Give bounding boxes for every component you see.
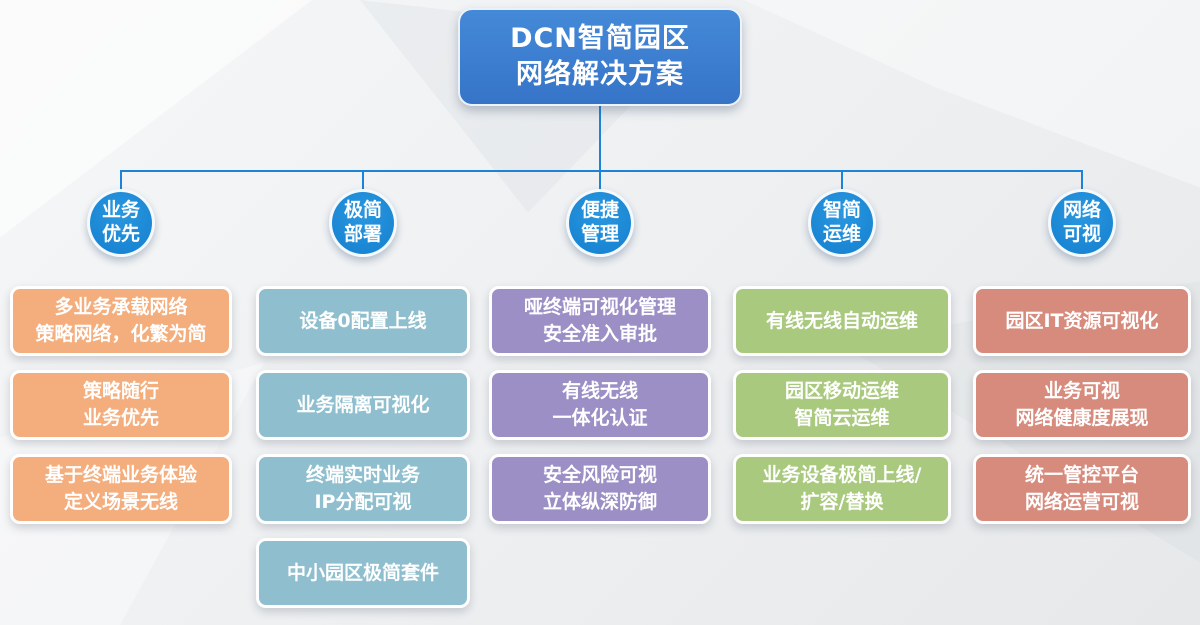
- connector-stub: [841, 171, 843, 191]
- feature-box: 策略随行 业务优先: [10, 370, 232, 440]
- connector-stub: [599, 171, 601, 191]
- feature-box: 业务隔离可视化: [256, 370, 470, 440]
- connector-vertical-main: [599, 104, 601, 172]
- feature-box: 多业务承载网络 策略网络，化繁为简: [10, 286, 232, 356]
- feature-box: 业务设备极简上线/ 扩容/替换: [733, 454, 951, 524]
- branch-circle-business-priority: 业务 优先: [87, 189, 155, 257]
- feature-box: 有线无线自动运维: [733, 286, 951, 356]
- connector-stub: [1081, 171, 1083, 191]
- feature-box: 终端实时业务 IP分配可视: [256, 454, 470, 524]
- feature-box: 有线无线 一体化认证: [489, 370, 711, 440]
- branch-circle-smart-operations: 智简 运维: [808, 189, 876, 257]
- branch-circle-simple-deployment: 极简 部署: [329, 189, 397, 257]
- connector-horizontal: [120, 170, 1083, 172]
- connector-stub: [362, 171, 364, 191]
- feature-box: 统一管控平台 网络运营可视: [973, 454, 1191, 524]
- feature-box: 中小园区极简套件: [256, 538, 470, 608]
- feature-box: 业务可视 网络健康度展现: [973, 370, 1191, 440]
- feature-box: 园区IT资源可视化: [973, 286, 1191, 356]
- branch-circle-network-visibility: 网络 可视: [1048, 189, 1116, 257]
- feature-box: 设备0配置上线: [256, 286, 470, 356]
- diagram-title: DCN智简园区 网络解决方案: [458, 8, 742, 106]
- feature-box: 园区移动运维 智简云运维: [733, 370, 951, 440]
- feature-box: 哑终端可视化管理 安全准入审批: [489, 286, 711, 356]
- connector-stub: [120, 171, 122, 191]
- branch-circle-easy-management: 便捷 管理: [566, 189, 634, 257]
- feature-box: 安全风险可视 立体纵深防御: [489, 454, 711, 524]
- feature-box: 基于终端业务体验 定义场景无线: [10, 454, 232, 524]
